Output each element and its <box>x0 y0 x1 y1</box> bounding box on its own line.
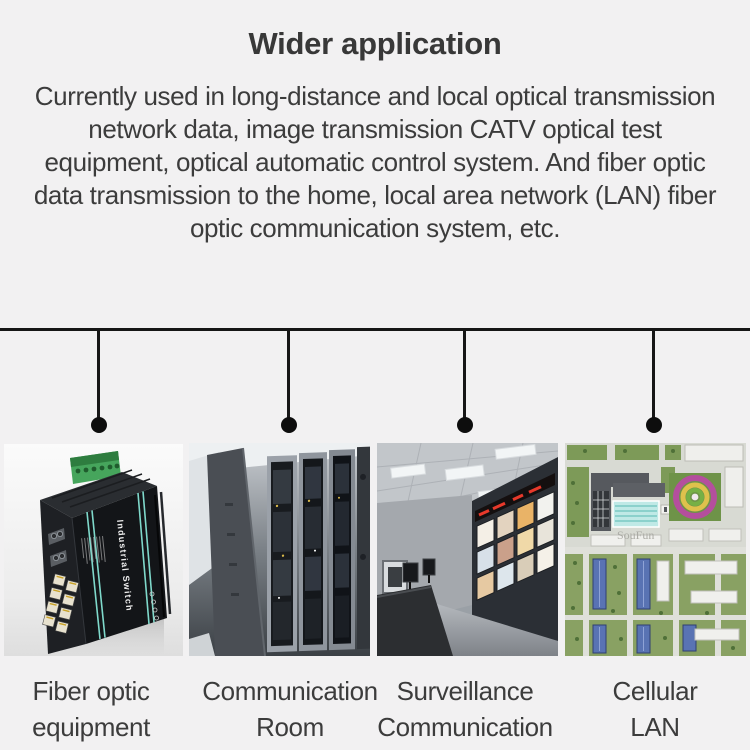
map-watermark: SouFun <box>617 528 654 542</box>
aerial-campus-plan-photo: SouFun <box>565 443 746 656</box>
caption-communication-room: Communication Room <box>180 673 400 745</box>
connector-line-2 <box>280 331 297 433</box>
figure-communication-room <box>189 443 370 656</box>
server-rack-room-photo <box>189 443 370 656</box>
connector-line-1 <box>90 331 107 433</box>
caption-line: Surveillance <box>396 676 534 706</box>
circular-garden <box>669 473 721 521</box>
rj45-ports <box>42 573 80 634</box>
fiber-ports <box>48 528 67 567</box>
page-title: Wider application <box>248 26 502 61</box>
rack-bays <box>267 446 370 653</box>
figure-cellular-lan: SouFun <box>565 443 746 656</box>
caption-line: Communication <box>377 712 553 742</box>
connector-line-4 <box>645 331 662 433</box>
front-port-icons <box>149 591 159 621</box>
connector-dot-icon <box>90 417 107 433</box>
timeline-bar <box>0 328 750 331</box>
caption-line: Communication <box>202 676 378 706</box>
caption-line: Room <box>256 712 324 742</box>
caption-surveillance-communication: Surveillance Communication <box>355 673 575 745</box>
caption-line: equipment <box>32 712 150 742</box>
connector-dot-icon <box>456 417 473 433</box>
connector-line-3 <box>456 331 473 433</box>
caption-line: Fiber optic <box>32 676 150 706</box>
monitoring-control-room-photo <box>377 443 558 656</box>
description-paragraph: Currently used in long-distance and loca… <box>33 81 717 243</box>
operator-desk <box>377 585 453 656</box>
blue-roof-buildings <box>592 558 697 654</box>
caption-line: Cellular <box>612 676 698 706</box>
caption-line: LAN <box>630 712 680 742</box>
figure-fiber-optic-equipment: Industrial Switch <box>4 444 183 656</box>
caption-fiber-optic-equipment: Fiber optic equipment <box>0 673 201 745</box>
figure-surveillance-communication <box>377 443 558 656</box>
video-wall <box>476 491 555 601</box>
connector-dot-icon <box>645 417 662 433</box>
industrial-switch-photo: Industrial Switch <box>4 444 183 656</box>
caption-cellular-lan: Cellular LAN <box>545 673 750 745</box>
connector-dot-icon <box>280 417 297 433</box>
